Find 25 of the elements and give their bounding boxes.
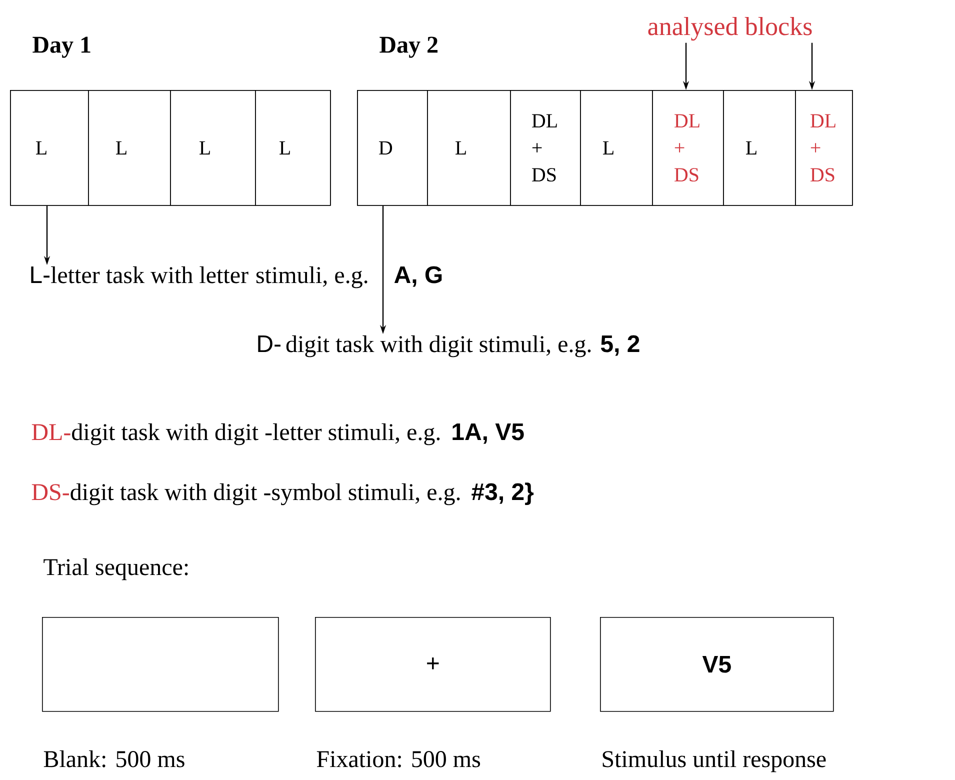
- stimulus-screen: V5: [600, 617, 834, 712]
- block-cell: L: [580, 90, 653, 206]
- block-cell: DL + DS: [510, 90, 581, 206]
- definition-text: DS-digit task with digit -symbol stimuli, e.g. #3, 2}: [32, 482, 534, 506]
- block-cell: DL + DS: [652, 90, 724, 206]
- section-heading: Trial sequence:: [44, 558, 188, 580]
- definition-text: D- digit task with digit stimuli, e.g. 5, 2: [258, 335, 640, 358]
- definition-text: L-letter task with letter stimuli, e.g. A, G: [31, 266, 442, 288]
- stimulus-screen: +: [315, 617, 551, 712]
- block-cell: L: [170, 90, 256, 206]
- block-cell: L: [10, 90, 89, 206]
- block-cell: D: [357, 90, 428, 206]
- duration-caption: Blank: 500 ms: [44, 750, 184, 768]
- annotation-text: analysed blocks: [648, 16, 812, 41]
- duration-caption: Fixation: 500 ms: [316, 751, 480, 768]
- block-cell: L: [427, 90, 511, 206]
- definition-text: DL-digit task with digit -letter stimuli, e.g. 1A, V5: [32, 423, 524, 446]
- block-cell: L: [723, 90, 796, 206]
- stimulus-screen: [42, 617, 279, 712]
- node-label: Day 1: [32, 36, 90, 58]
- block-cell: DL + DS: [795, 90, 853, 206]
- block-cell: L: [88, 90, 171, 206]
- duration-caption: Stimulus until response: [602, 750, 826, 772]
- block-cell: L: [255, 90, 331, 206]
- node-label: Day 2: [380, 36, 438, 58]
